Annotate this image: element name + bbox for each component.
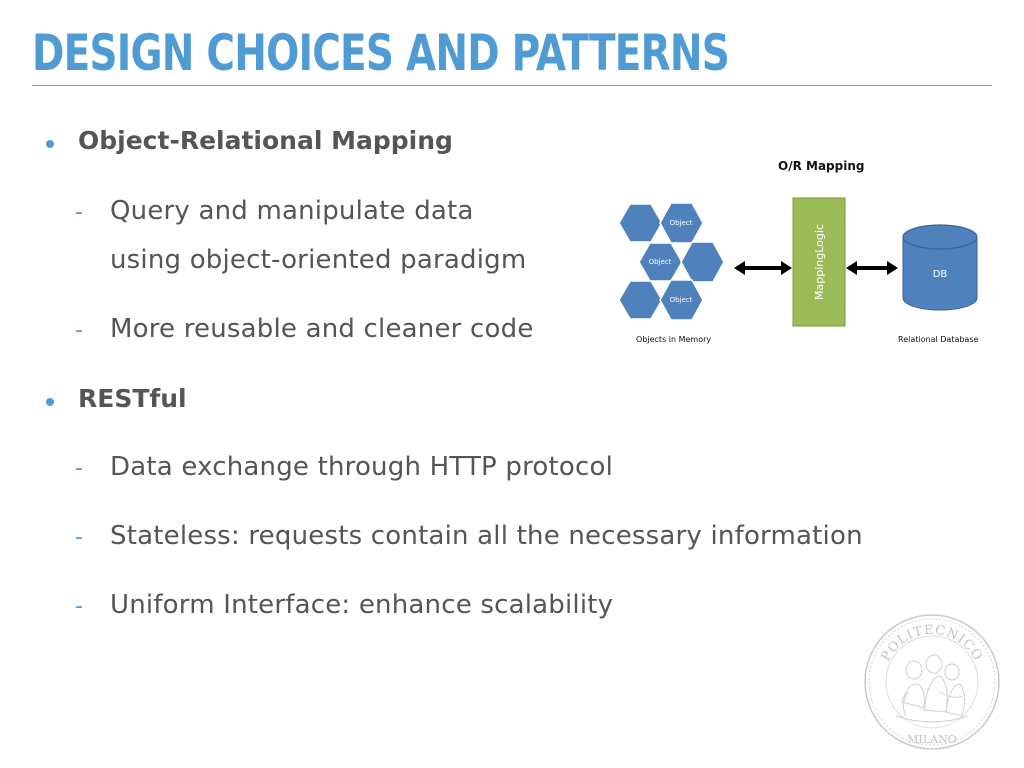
svg-text:POLITECNICO: POLITECNICO (879, 623, 986, 664)
title-divider (32, 85, 992, 86)
sub-bullet-orm-query-line1: Query and manipulate data (110, 196, 474, 226)
dash-icon: - (75, 318, 83, 343)
diagram-title: O/R Mapping (778, 159, 865, 173)
logo-top-text: POLITECNICO (879, 623, 985, 664)
dash-icon: - (75, 594, 83, 619)
object-label: Object (649, 258, 672, 266)
db-caption: Relational Database (898, 335, 979, 344)
objects-caption: Objects in Memory (636, 335, 712, 344)
or-mapping-diagram: Object Object Object MappingLogic DB (618, 197, 978, 327)
object-label: Object (670, 219, 693, 227)
object-hexagon (659, 279, 704, 321)
bullet-restful: RESTful (78, 384, 187, 413)
mapping-logic-label: MappingLogic (813, 224, 826, 300)
sub-bullet-rest-uniform: Uniform Interface: enhance scalability (110, 590, 614, 620)
dash-icon: - (75, 525, 83, 550)
logo-bottom-text: MILANO (907, 733, 957, 746)
object-hexagon (680, 241, 725, 283)
sub-bullet-rest-http: Data exchange through HTTP protocol (110, 452, 614, 482)
db-label: DB (933, 269, 948, 280)
bullet-orm: Object-Relational Mapping (78, 126, 453, 155)
sub-bullet-rest-stateless: Stateless: requests contain all the nece… (110, 521, 863, 551)
slide-title: DESIGN CHOICES AND PATTERNS (32, 24, 730, 82)
sub-bullet-orm-reusable: More reusable and cleaner code (110, 314, 534, 344)
double-arrow-icon (734, 261, 792, 275)
sub-bullet-orm-query-line2: using object-oriented paradigm (110, 245, 527, 275)
bullet-dot (46, 140, 54, 148)
bullet-dot (46, 398, 54, 406)
object-hexagon (618, 280, 663, 320)
object-label: Object (670, 296, 693, 304)
mapping-logic-box (792, 197, 846, 327)
database-icon (902, 224, 978, 311)
object-hexagon (618, 203, 663, 243)
dash-icon: - (75, 456, 83, 481)
double-arrow-icon (846, 261, 898, 275)
dash-icon: - (75, 200, 83, 225)
politecnico-logo: POLITECNICO MILANO (864, 614, 1000, 750)
